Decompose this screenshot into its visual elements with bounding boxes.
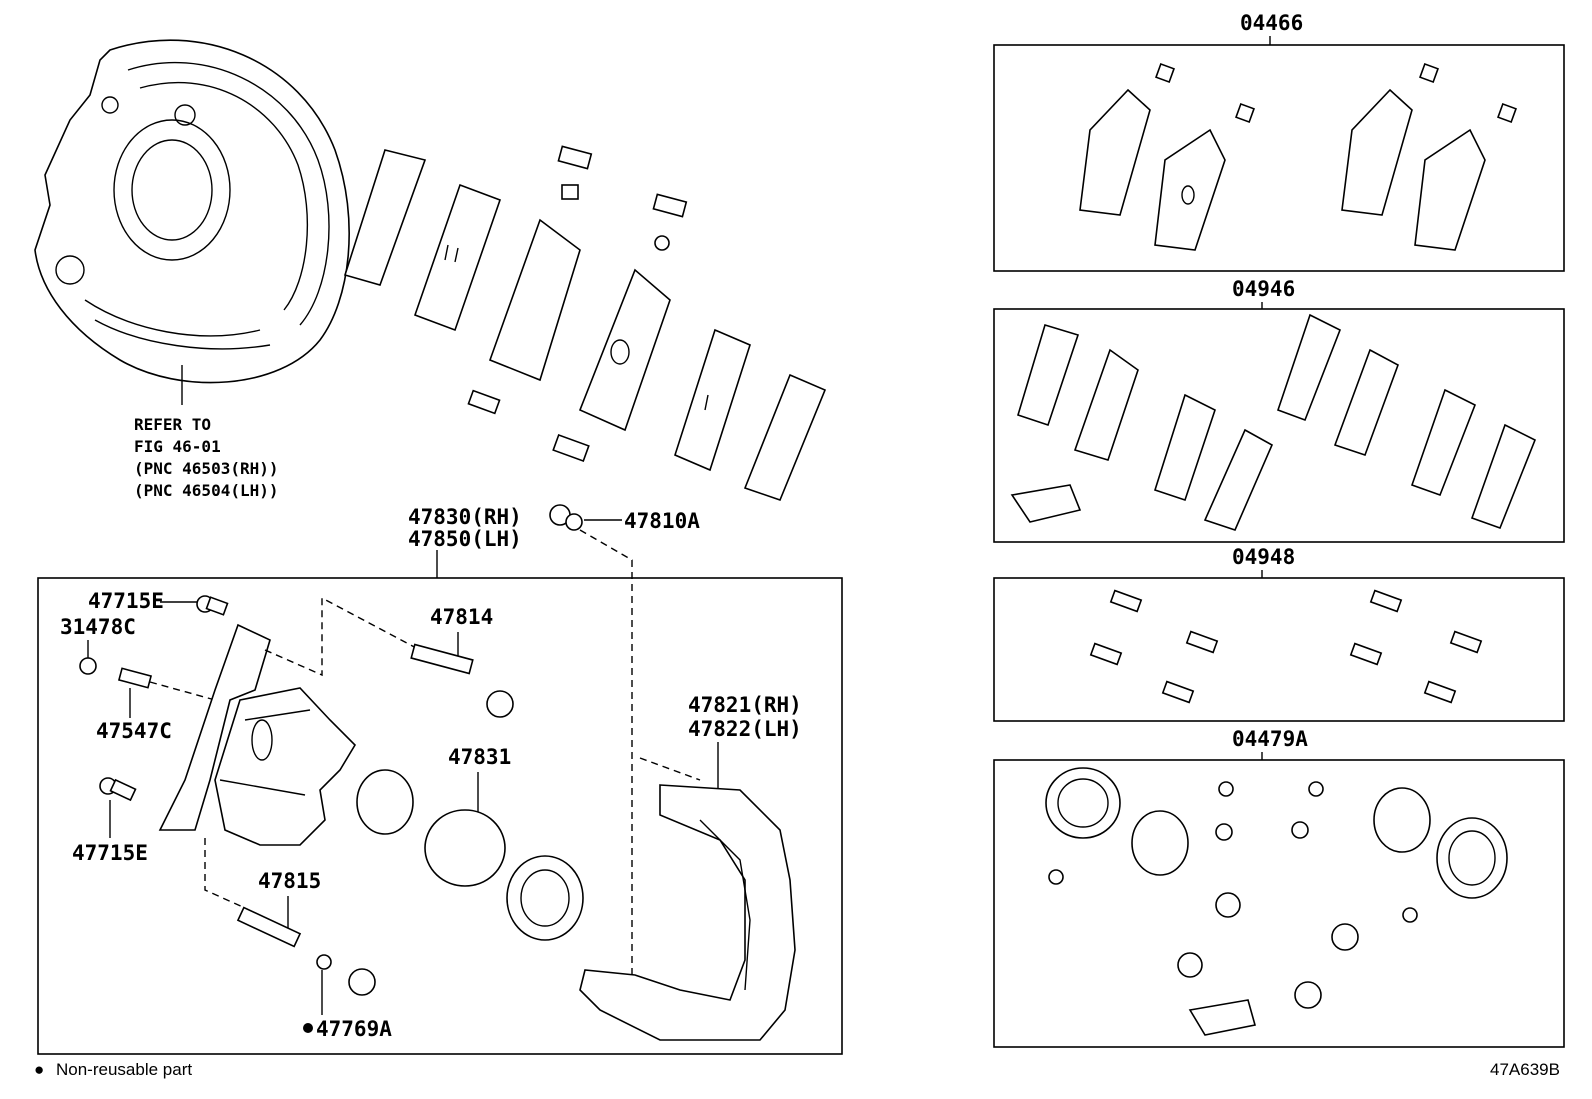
bleeder-illustration <box>549 504 633 975</box>
kit-clips-box <box>993 577 1565 722</box>
label-kit-clips: 04948 <box>1232 545 1295 569</box>
cap-illustration <box>79 657 97 675</box>
kit-seals-box <box>993 759 1565 1048</box>
label-bleeder: 47810A <box>624 509 700 533</box>
label-pin-bolt-top: 47814 <box>430 605 493 629</box>
label-mounting-lh: 47822(LH) <box>688 717 802 741</box>
kit-shims-box <box>993 308 1565 543</box>
bolt-e-bottom-illustration <box>99 777 137 802</box>
kit-pads-box <box>993 44 1565 272</box>
kit-clips-illustration <box>1089 589 1483 704</box>
label-pin-bolt-bottom: 47815 <box>258 869 321 893</box>
pin-bolt-top-illustration <box>410 643 514 718</box>
bleeder-plug-illustration <box>117 667 153 689</box>
label-bolt-e-top: 47715E <box>88 589 164 613</box>
caliper-body-illustration <box>158 623 357 846</box>
label-bolt-e-bottom: 47715E <box>72 841 148 865</box>
kit-pads-illustration <box>1079 63 1517 251</box>
label-cap: 31478C <box>60 615 136 639</box>
label-kit-seals: 04479A <box>1232 727 1308 751</box>
label-kit-shims: 04946 <box>1232 277 1295 301</box>
caliper-assembly-box <box>37 577 843 1055</box>
label-piston: 47831 <box>448 745 511 769</box>
refer-to-line-2: FIG 46-01 <box>134 437 221 456</box>
bolt-e-top-illustration <box>196 595 229 616</box>
pin-bolt-bottom-illustration <box>236 906 376 996</box>
legend-text: Non-reusable part <box>56 1060 192 1079</box>
legend-bullet: ● <box>34 1060 44 1079</box>
refer-to-line-1: REFER TO <box>134 415 211 434</box>
label-caliper-rh: 47830(RH) <box>408 505 522 529</box>
pads-shims-illustration <box>343 145 827 502</box>
non-reusable-marker <box>303 1023 313 1033</box>
refer-to-line-3: (PNC 46503(RH)) <box>134 459 279 478</box>
mounting-bracket-illustration <box>579 784 796 1041</box>
piston-seal-illustration <box>356 769 584 941</box>
kit-seals-illustration <box>1045 767 1508 1036</box>
label-kit-pads: 04466 <box>1240 11 1303 35</box>
dust-cover-reference: REFER TO FIG 46-01 (PNC 46503(RH)) (PNC … <box>134 415 279 500</box>
legend: ● Non-reusable part <box>34 1060 192 1079</box>
dust-cover-illustration <box>34 39 350 405</box>
label-bleeder-plug: 47547C <box>96 719 172 743</box>
refer-to-line-4: (PNC 46504(LH)) <box>134 481 279 500</box>
label-mounting-rh: 47821(RH) <box>688 693 802 717</box>
label-caliper-lh: 47850(LH) <box>408 527 522 551</box>
label-boot: 47769A <box>316 1017 392 1041</box>
kit-shims-illustration <box>1010 313 1537 531</box>
figure-id: 47A639B <box>1490 1060 1560 1079</box>
